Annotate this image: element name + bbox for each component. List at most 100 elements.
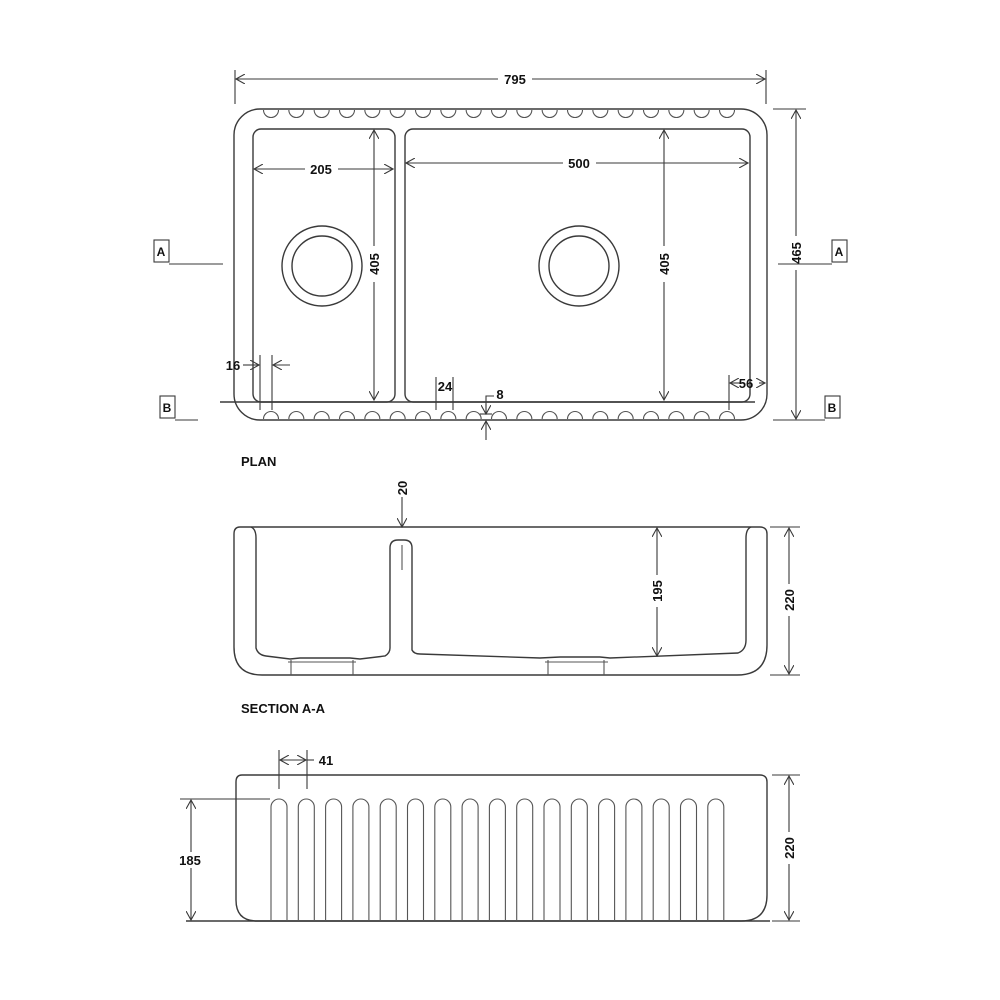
- section-small-bowl: [250, 526, 752, 660]
- section-marker-b-right: B: [804, 395, 841, 421]
- scallop: [338, 411, 356, 420]
- scallop: [440, 411, 457, 420]
- svg-text:20: 20: [395, 481, 410, 495]
- flute: [488, 798, 506, 921]
- scallop: [541, 109, 558, 118]
- flute: [679, 798, 698, 921]
- scallop: [566, 109, 584, 118]
- dim-overall-width: 795: [234, 70, 767, 104]
- scallop: [617, 109, 634, 118]
- plan-title: PLAN: [241, 454, 276, 469]
- scallop: [592, 411, 609, 420]
- flute: [516, 798, 534, 921]
- scallop: [668, 109, 685, 118]
- flute: [543, 798, 561, 921]
- scallop: [566, 411, 584, 420]
- scallop: [642, 411, 660, 420]
- scallop: [313, 109, 330, 118]
- flutes: [270, 798, 725, 921]
- elevation-outline: [235, 774, 768, 922]
- scallop: [262, 109, 280, 118]
- flute: [652, 798, 670, 921]
- flute: [379, 798, 397, 921]
- flute: [325, 798, 343, 921]
- scallop: [465, 411, 482, 420]
- section-view: 20 195 220 S: [233, 481, 800, 716]
- dim-large-bowl-length: 405: [656, 130, 672, 400]
- dim-flute-height: 185: [176, 798, 270, 920]
- scallop: [313, 411, 330, 420]
- scallop: [338, 109, 356, 118]
- dim-small-bowl-length: 405: [366, 130, 382, 400]
- small-bowl-drain: [281, 225, 363, 307]
- section-drain-left: [288, 660, 356, 675]
- section-title: SECTION A-A: [241, 701, 326, 716]
- flute: [570, 798, 588, 921]
- scallops-top: [262, 109, 736, 118]
- svg-text:205: 205: [310, 162, 332, 177]
- scallop: [693, 109, 710, 118]
- dim-section-height: 220: [770, 526, 800, 676]
- flute: [270, 798, 288, 921]
- scallop: [414, 109, 432, 118]
- sink-outer-rim: [233, 108, 768, 421]
- scallops-bottom: [262, 411, 736, 420]
- scallop: [262, 411, 280, 420]
- svg-text:405: 405: [657, 253, 672, 275]
- dim-bowl-depth: 195: [649, 528, 665, 656]
- scallop: [288, 411, 305, 420]
- scallop: [693, 411, 710, 420]
- scallop: [541, 411, 558, 420]
- dim-elevation-height: 220: [772, 774, 800, 922]
- dim-side-wall: 56: [728, 375, 765, 410]
- svg-text:795: 795: [504, 72, 526, 87]
- dim-lip: 8: [480, 387, 504, 440]
- svg-text:B: B: [163, 401, 172, 415]
- svg-text:A: A: [157, 245, 166, 259]
- dim-divider-drop: 20: [395, 481, 410, 527]
- dim-small-bowl-width: 205: [254, 162, 393, 177]
- scallop: [490, 109, 508, 118]
- flute: [434, 798, 452, 921]
- flute: [625, 798, 643, 921]
- flute: [297, 798, 315, 921]
- section-marker-a-left: A: [153, 239, 223, 265]
- svg-text:465: 465: [789, 242, 804, 264]
- svg-text:195: 195: [650, 580, 665, 602]
- scallop: [718, 109, 736, 118]
- flute: [352, 798, 370, 921]
- scallop: [516, 411, 533, 420]
- flute: [461, 798, 479, 921]
- dim-large-bowl-width: 500: [406, 156, 748, 171]
- scallop: [288, 109, 305, 118]
- dim-rim-offset: 16: [226, 355, 290, 410]
- svg-text:56: 56: [739, 376, 753, 391]
- scallop: [642, 109, 660, 118]
- scallop: [389, 109, 406, 118]
- svg-text:B: B: [828, 401, 837, 415]
- svg-text:500: 500: [568, 156, 590, 171]
- flute: [707, 798, 725, 921]
- scallop: [465, 109, 482, 118]
- scallop: [592, 109, 609, 118]
- scallop: [364, 109, 381, 118]
- svg-text:405: 405: [367, 253, 382, 275]
- svg-text:220: 220: [782, 837, 797, 859]
- section-drain-right: [545, 660, 608, 675]
- plan-view: 795 205 500: [153, 70, 848, 469]
- section-marker-b-left: B: [159, 395, 198, 421]
- svg-text:220: 220: [782, 589, 797, 611]
- scallop: [617, 411, 634, 420]
- flute: [598, 798, 616, 921]
- dim-flute-pitch: 41: [278, 750, 333, 789]
- scallop: [490, 411, 508, 420]
- section-outline: [233, 526, 768, 676]
- svg-text:A: A: [835, 245, 844, 259]
- svg-text:41: 41: [319, 753, 333, 768]
- scallop: [718, 411, 736, 420]
- svg-text:16: 16: [226, 358, 240, 373]
- section-marker-a-right: A: [778, 239, 848, 265]
- large-bowl-drain: [538, 225, 620, 307]
- svg-text:185: 185: [179, 853, 201, 868]
- scallop: [516, 109, 533, 118]
